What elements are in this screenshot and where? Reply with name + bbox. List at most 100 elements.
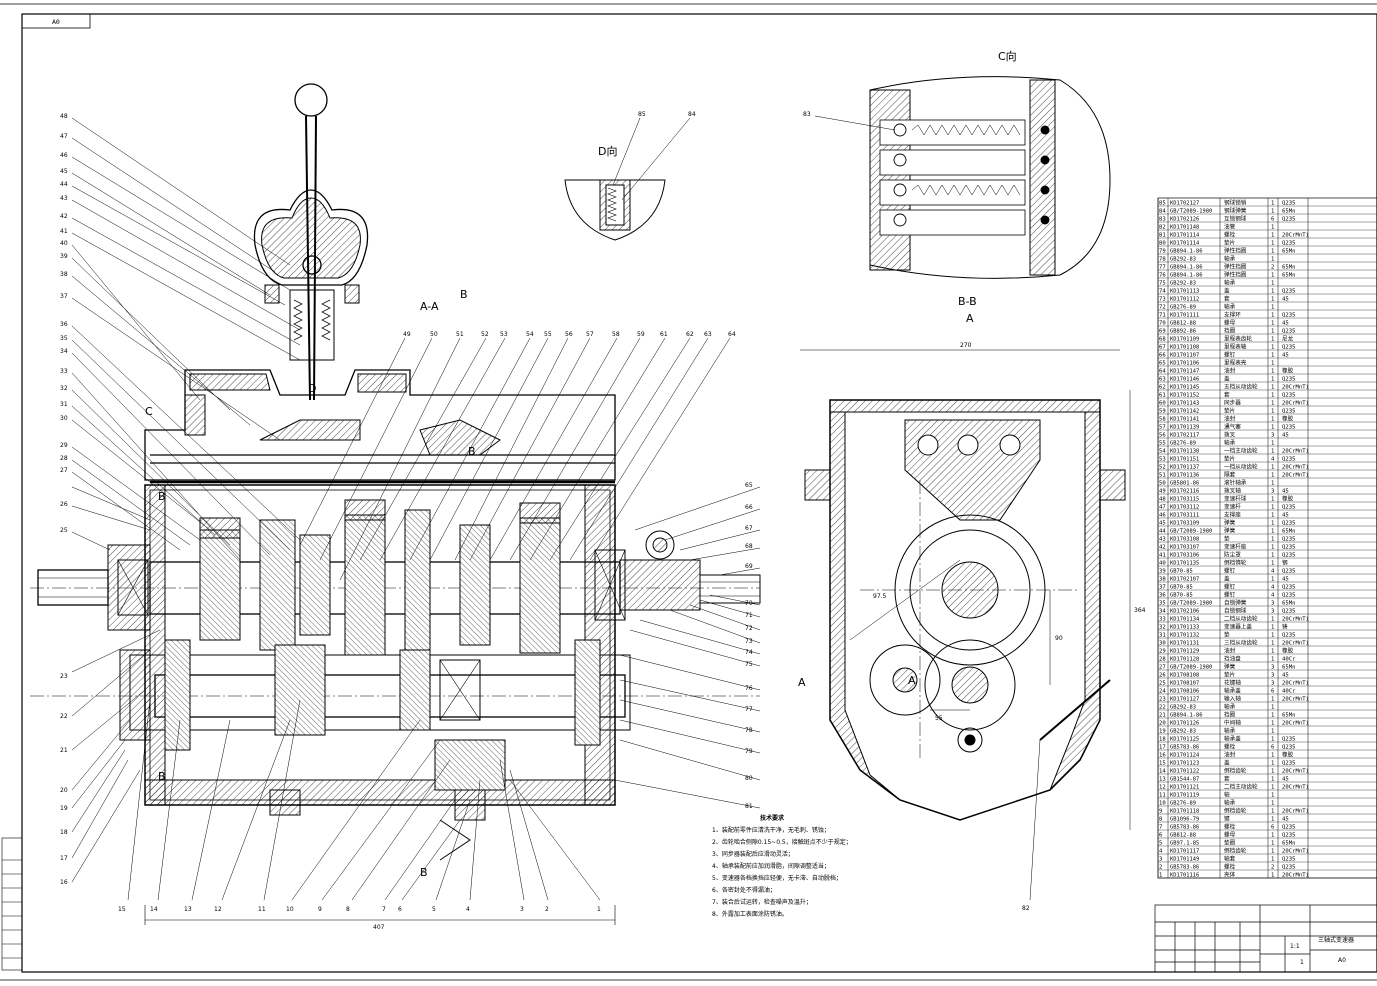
bom-cell: 1 — [1271, 400, 1274, 406]
bom-cell: 油封 — [1224, 646, 1236, 654]
bom-cell: KD1703112 — [1170, 504, 1199, 510]
balloon: 75 — [745, 661, 753, 668]
bom-cell: 16 — [1159, 752, 1166, 758]
bom-cell: 挡圈 — [1224, 326, 1236, 334]
bom-cell: 变速杆 — [1224, 502, 1241, 510]
dim-90: 90 — [1055, 635, 1063, 642]
bom-cell: Q235 — [1282, 536, 1295, 542]
bom-cell: Q235 — [1282, 520, 1295, 526]
bom-cell: KD1701118 — [1170, 808, 1199, 814]
balloon: 57 — [586, 331, 594, 338]
bom-cell: 滚针轴承 — [1224, 478, 1247, 486]
balloon: 56 — [565, 331, 573, 338]
bom-cell: KD1701145 — [1170, 384, 1199, 390]
bom-cell: 11 — [1159, 792, 1166, 798]
bom-cell: 45 — [1282, 816, 1289, 822]
bom-cell: 3 — [1271, 432, 1274, 438]
bom-cell: 4 — [1271, 456, 1275, 462]
bom-cell: 1 — [1271, 352, 1274, 358]
balloon: 34 — [60, 348, 68, 355]
bom-cell: 防尘罩 — [1224, 550, 1241, 558]
bom-cell: KD1703111 — [1170, 512, 1199, 518]
bom-cell: 10 — [1159, 800, 1166, 806]
bom-cell: 65Mn — [1282, 272, 1295, 278]
bom-cell: GB894.1-86 — [1170, 712, 1202, 718]
bom-cell: 84 — [1159, 208, 1166, 214]
title-name: 三轴式变速器 — [1318, 936, 1354, 944]
bom-cell: GB292-83 — [1170, 280, 1196, 286]
bom-cell: 1 — [1271, 408, 1274, 414]
balloon: 33 — [60, 368, 68, 375]
bom-cell: 29 — [1159, 648, 1166, 654]
balloon: 29 — [60, 442, 68, 449]
bom-cell: 20 — [1159, 720, 1166, 726]
note-item: 5、变速器各档换挡应轻便，无卡滞、自动脱档； — [712, 874, 842, 882]
bom-cell: 1 — [1271, 528, 1274, 534]
bom-cell: 1 — [1271, 752, 1274, 758]
bom-cell: GB5783-86 — [1170, 824, 1199, 830]
bom-cell: 22 — [1159, 704, 1166, 710]
balloon: 9 — [318, 906, 322, 913]
bom-cell: 45 — [1282, 352, 1289, 358]
bom-cell: 橡胶 — [1282, 366, 1294, 374]
bom-cell: 1 — [1159, 872, 1162, 878]
bom-cell: 弹性挡圈 — [1224, 270, 1247, 278]
bom-cell: KD1701109 — [1170, 336, 1199, 342]
bom-cell: KD1701141 — [1170, 416, 1199, 422]
bom-cell: 2 — [1271, 864, 1274, 870]
bom-cell: KD1701136 — [1170, 472, 1199, 478]
balloon: 39 — [60, 253, 68, 260]
bom-cell: 85 — [1159, 200, 1166, 206]
balloon: 21 — [60, 747, 68, 754]
bom-cell: 81 — [1159, 232, 1166, 238]
bom-cell: KD1703115 — [1170, 496, 1199, 502]
section-label-aa: A-A — [420, 300, 439, 313]
bom-cell: 20CrMnTi — [1282, 464, 1309, 470]
bom-cell: 1 — [1271, 272, 1274, 278]
bom-cell: 20CrMnTi — [1282, 872, 1309, 878]
balloon: 68 — [745, 543, 753, 550]
bom-cell: 61 — [1159, 392, 1166, 398]
bom-cell: Q235 — [1282, 592, 1295, 598]
bom-cell: 1 — [1271, 496, 1274, 502]
bom-cell: Q235 — [1282, 760, 1295, 766]
bom-cell: 9 — [1159, 808, 1162, 814]
bom-cell: Q235 — [1282, 288, 1295, 294]
bom-cell: 65Mn — [1282, 264, 1295, 270]
bom-cell: 4 — [1271, 592, 1275, 598]
bom-cell: 66 — [1159, 352, 1166, 358]
bom-cell: 1 — [1271, 512, 1274, 518]
bom-cell: 51 — [1159, 472, 1166, 478]
bom-cell: 59 — [1159, 408, 1166, 414]
bom-cell: KD1708106 — [1170, 688, 1199, 694]
bom-cell: 拨叉轴 — [1224, 486, 1241, 494]
bom-cell: 一档主动齿轮 — [1224, 446, 1258, 454]
bom-cell: KD1701125 — [1170, 736, 1199, 742]
balloon: 45 — [60, 168, 68, 175]
bom-cell: KD1701112 — [1170, 296, 1199, 302]
bom-cell: 7 — [1159, 824, 1162, 830]
bom-cell: 8 — [1159, 816, 1163, 822]
bom-cell: 36 — [1159, 592, 1166, 598]
bom-cell: KD1702106 — [1170, 608, 1199, 614]
bom-cell: 55 — [1159, 440, 1166, 446]
bom-cell: 1 — [1271, 520, 1274, 526]
bom-cell: 1 — [1271, 248, 1274, 254]
bom-cell: 4 — [1159, 848, 1163, 854]
bom-cell: GB892-86 — [1170, 328, 1196, 334]
bom-cell: 1 — [1271, 280, 1274, 286]
bom-cell: 轴套 — [1224, 854, 1236, 862]
bom-cell: 65Mn — [1282, 664, 1295, 670]
bom-cell: 橡胶 — [1282, 646, 1294, 654]
bom-cell: 弹性挡圈 — [1224, 246, 1247, 254]
bom-cell: 63 — [1159, 376, 1166, 382]
bom-cell: KD1703107 — [1170, 544, 1199, 550]
bom-cell: 65Mn — [1282, 840, 1295, 846]
bom-cell: 螺栓 — [1224, 822, 1236, 830]
bom-cell: 3 — [1271, 680, 1274, 686]
bom-cell: 20CrMnTi — [1282, 720, 1309, 726]
bom-cell: 73 — [1159, 296, 1166, 302]
bom-cell: 3 — [1271, 600, 1274, 606]
balloon: 70 — [745, 600, 753, 607]
bom-cell: 1 — [1271, 776, 1274, 782]
